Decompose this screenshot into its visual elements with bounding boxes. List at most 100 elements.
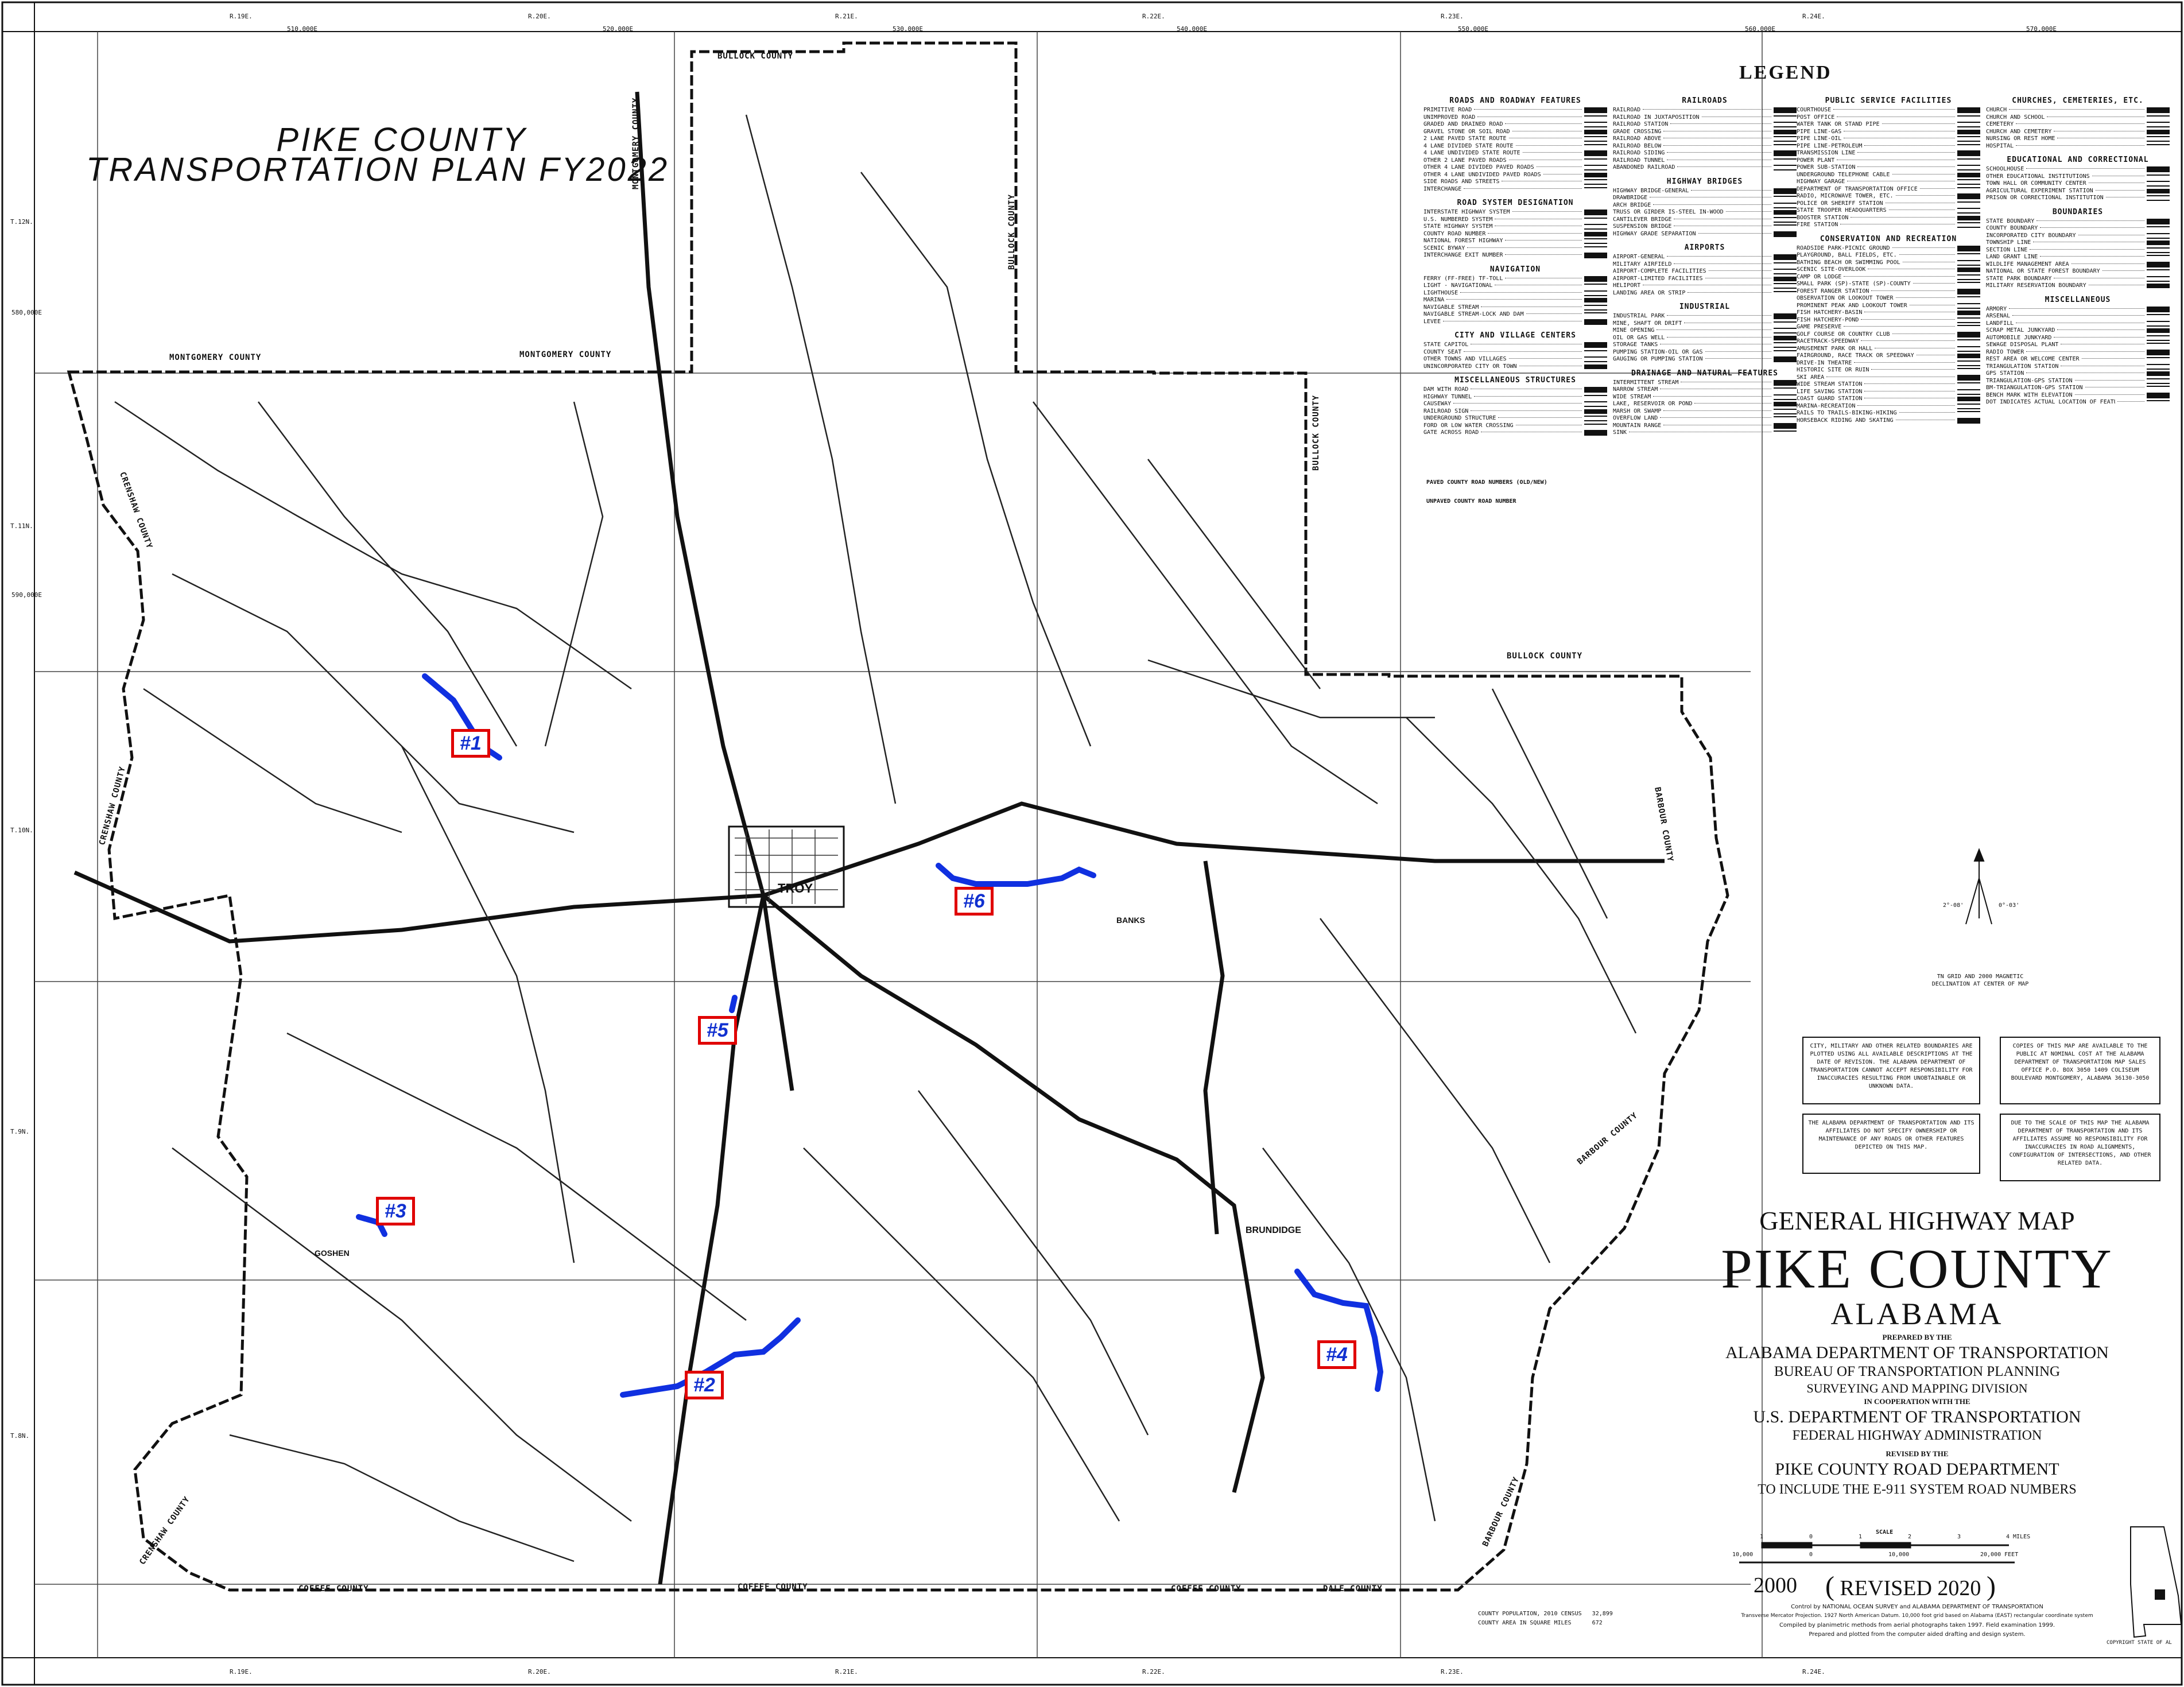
legend-item: ARCH BRIDGE	[1613, 202, 1797, 210]
legend-item-leader	[1688, 292, 1771, 293]
project-badge-1[interactable]: #1	[451, 729, 490, 758]
legend-item: TRUSS OR GIRDER IS-STEEL IN-WOOD	[1613, 209, 1797, 216]
legend-item: PLAYGROUND, BALL FIELDS, ETC.	[1797, 252, 1980, 259]
legend-item: RADIO TOWER	[1986, 349, 2170, 356]
legend-item-label: LANDFILL	[1986, 320, 2014, 327]
legend-symbol-icon	[1584, 350, 1607, 355]
project-badge-3[interactable]: #3	[376, 1197, 415, 1226]
grid-label-top-4: R.22E.	[1142, 13, 1165, 20]
grid-label-bottom-3: R.21E.	[835, 1668, 858, 1676]
legend-symbol-icon	[2147, 136, 2170, 142]
legend-item: UNIMPROVED ROAD	[1423, 114, 1607, 122]
legend-item-label: ARCH BRIDGE	[1613, 201, 1651, 208]
major-highways	[73, 91, 1665, 1585]
project-badge-4[interactable]: #4	[1317, 1340, 1356, 1369]
legend-symbol-icon	[2147, 144, 2170, 149]
legend-symbol-icon	[1774, 342, 1797, 348]
legend-item-label: HIGHWAY TUNNEL	[1423, 393, 1472, 400]
legend-item-label: SINK	[1613, 429, 1627, 436]
legend-item-leader	[1488, 232, 1582, 234]
legend-item-leader	[1913, 283, 1955, 284]
legend-symbol-icon	[1584, 210, 1607, 216]
legend-item-label: AIRPORT-COMPLETE FACILITIES	[1613, 268, 1706, 274]
legend-symbol-icon	[1584, 276, 1607, 282]
legend-symbol-icon	[1774, 144, 1797, 149]
legend-item: CHURCH AND CEMETERY	[1986, 129, 2170, 136]
legend-section-head: MISCELLANEOUS STRUCTURES	[1454, 376, 1576, 385]
legend-item: REST AREA OR WELCOME CENTER	[1986, 356, 2170, 363]
legend-symbol-icon	[1584, 416, 1607, 422]
legend-item-leader	[1467, 247, 1582, 248]
project-badge-5[interactable]: #5	[698, 1016, 737, 1045]
legend-symbol-icon	[2147, 166, 2170, 173]
legend-item-label: HELIPORT	[1613, 282, 1641, 289]
legend-symbol-icon	[1584, 187, 1607, 192]
legend-item-leader	[1667, 336, 1771, 338]
legend-item: GAUGING OR PUMPING STATION	[1613, 356, 1797, 363]
legend-item: STORAGE TANKS	[1613, 342, 1797, 349]
scale-mile-2: 0	[1809, 1534, 1813, 1540]
legend-item-leader	[1643, 109, 1771, 110]
legend-section-head: DRAINAGE AND NATURAL FEATURES	[1631, 369, 1778, 378]
legend-item: FAIRGROUND, RACE TRACK OR SPEEDWAY	[1797, 352, 1980, 360]
legend-symbol-icon	[1584, 172, 1607, 177]
project-badge-6[interactable]: #6	[955, 887, 994, 916]
project-badge-2[interactable]: #2	[685, 1371, 724, 1399]
legend-item: POWER PLANT	[1797, 157, 1980, 165]
legend-item-label: PROMINENT PEAK AND LOOKOUT TOWER	[1797, 302, 1907, 309]
legend-item-leader	[2009, 109, 2144, 110]
legend-item-leader	[1882, 123, 1955, 125]
legend-item-label: MARINA	[1423, 297, 1445, 303]
legend-item: AGRICULTURAL EXPERIMENT STATION	[1986, 188, 2170, 195]
legend-item-label: NARROW STREAM	[1613, 386, 1658, 393]
legend-item-leader	[2009, 308, 2144, 309]
legend-item-label: ARSENAL	[1986, 313, 2011, 319]
legend-symbol-icon	[1774, 276, 1797, 281]
grid-label-bottom-4: R.22E.	[1142, 1668, 1165, 1676]
legend-item-label: ROADSIDE PARK-PICNIC GROUND	[1797, 245, 1890, 251]
project-route-4	[1294, 1269, 1384, 1392]
legend-item-label: STATE HIGHWAY SYSTEM	[1423, 223, 1493, 230]
legend-item: HISTORIC SITE OR RUIN	[1797, 367, 1980, 374]
legend-item-label: DEPARTMENT OF TRANSPORTATION OFFICE	[1797, 185, 1918, 192]
legend-item-label: INTERCHANGE EXIT NUMBER	[1423, 252, 1503, 258]
legend-symbol-icon	[2147, 232, 2170, 239]
legend-item-label: OTHER TOWNS AND VILLAGES	[1423, 356, 1507, 362]
legend-item-label: UNIMPROVED ROAD	[1423, 114, 1476, 121]
legend-item: OTHER 4 LANE UNDIVIDED PAVED ROADS	[1423, 172, 1607, 179]
legend-symbol-icon	[2147, 174, 2170, 179]
legend-item-label: TOWNSHIP LINE	[1986, 239, 2031, 246]
legend-item-leader	[2030, 249, 2144, 250]
legend-item: STATE CAPITOL	[1423, 342, 1607, 349]
legend-item-leader	[1667, 315, 1771, 316]
legend-item-label: PIPE LINE-PETROLEUM	[1797, 142, 1863, 149]
legend-item-label: STATE CAPITOL	[1423, 342, 1469, 348]
info-box-ownership: THE ALABAMA DEPARTMENT OF TRANSPORTATION…	[1802, 1114, 1980, 1174]
scale-mile-3: 1	[1859, 1534, 1863, 1540]
legend-item-label: MARINA-RECREATION	[1797, 402, 1856, 409]
tb-coop: IN COOPERATION WITH THE	[1864, 1397, 1970, 1406]
legend-item: LAKE, RESERVOIR OR POND	[1613, 401, 1797, 408]
legend-item-leader	[1871, 290, 1955, 291]
coord-label-7: 570,000E	[2026, 25, 2057, 33]
legend-symbol-icon	[1774, 379, 1797, 386]
legend-item: COAST GUARD STATION	[1797, 395, 1980, 403]
legend-symbol-icon	[2147, 241, 2170, 246]
legend-item: ARSENAL	[1986, 313, 2170, 320]
legend-symbol-icon	[1774, 158, 1797, 163]
legend-item-leader	[1892, 333, 1955, 334]
legend-item: GAME PRESERVE	[1797, 324, 1980, 331]
legend-symbol-icon	[1584, 217, 1607, 222]
tb-prepared: PREPARED BY THE	[1882, 1333, 1952, 1341]
legend-item: INTERMITTENT STREAM	[1613, 379, 1797, 387]
legend-item: TOWN HALL OR COMMUNITY CENTER	[1986, 180, 2170, 188]
legend-item-leader	[2081, 358, 2144, 359]
legend-symbol-icon	[2147, 261, 2170, 267]
legend-symbol-icon	[2147, 218, 2170, 224]
north-arrow-left-angle: 2°-08'	[1943, 902, 1964, 909]
legend-item-label: GPS STATION	[1986, 370, 2024, 377]
legend-item-label: INTERMITTENT STREAM	[1613, 379, 1679, 386]
legend-symbol-icon	[1774, 224, 1797, 229]
legend-item: PUMPING STATION-OIL OR GAS	[1613, 349, 1797, 356]
